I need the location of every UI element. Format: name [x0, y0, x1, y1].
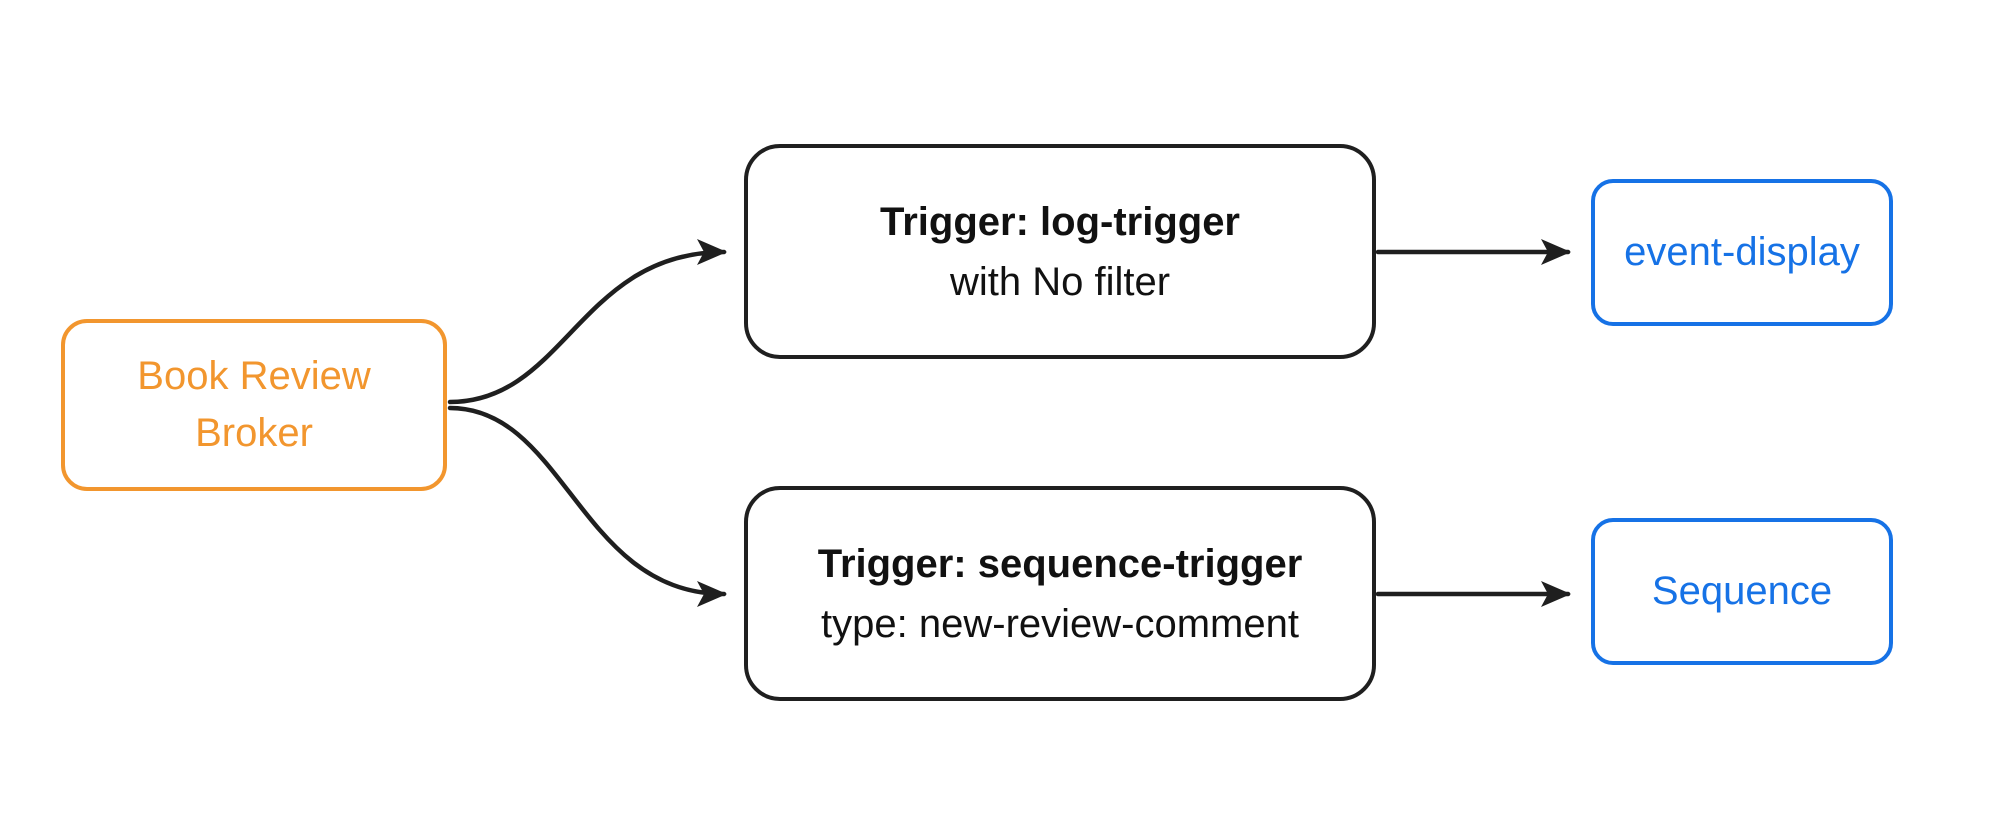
node-sequence-trigger: Trigger: sequence-trigger type: new-revi… — [744, 486, 1376, 701]
log-trigger-title: Trigger: log-trigger — [880, 199, 1240, 244]
edge-broker-to-sequence-trigger — [447, 405, 727, 607]
log-trigger-subtitle: with No filter — [949, 259, 1171, 304]
edge-broker-to-log-trigger — [447, 239, 727, 405]
node-book-review-broker: Book Review Broker — [61, 319, 447, 491]
node-log-trigger: Trigger: log-trigger with No filter — [744, 144, 1376, 359]
node-event-display: event-display — [1591, 179, 1893, 326]
sequence-trigger-subtitle: type: new-review-comment — [821, 601, 1299, 646]
broker-label: Book Review Broker — [137, 354, 371, 455]
node-sequence: Sequence — [1591, 518, 1893, 665]
event-display-label: event-display — [1624, 230, 1860, 274]
sequence-trigger-title: Trigger: sequence-trigger — [817, 541, 1303, 586]
sequence-label: Sequence — [1651, 569, 1833, 613]
